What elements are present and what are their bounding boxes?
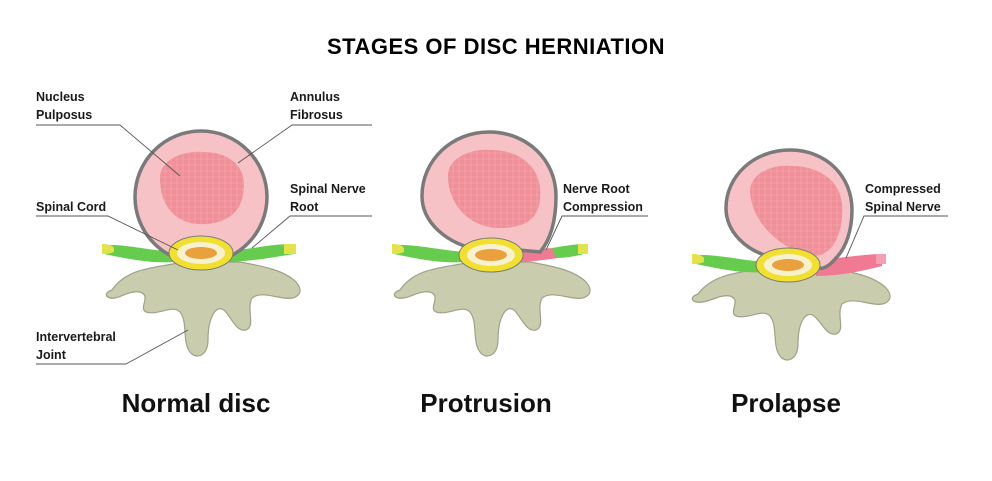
- diagram-title: STAGES OF DISC HERNIATION: [327, 34, 665, 59]
- spinal-cord: [755, 247, 821, 283]
- nerve-root-left: [392, 244, 466, 263]
- panel-prolapse: Compressed Spinal Nerve Prolapse: [691, 148, 948, 418]
- spinal-cord: [168, 235, 234, 271]
- caption-prolapse: Prolapse: [731, 388, 841, 418]
- vertebra: [393, 261, 591, 357]
- vertebra: [691, 267, 891, 361]
- panel-normal-disc: Nucleus Pulposus Annulus Fibrosus Spinal…: [36, 90, 372, 418]
- label-spinal-cord: Spinal Cord: [36, 200, 106, 214]
- label-spinal-nerve-root: Spinal Nerve Root: [290, 182, 369, 214]
- caption-normal-disc: Normal disc: [122, 388, 271, 418]
- intervertebral-disc-protruding: [420, 130, 558, 254]
- label-annulus-fibrosus: Annulus Fibrosus: [290, 90, 343, 122]
- label-nerve-root-compression: Nerve Root Compression: [563, 182, 643, 214]
- intervertebral-disc: [133, 129, 269, 265]
- caption-protrusion: Protrusion: [420, 388, 551, 418]
- vertebra: [105, 261, 301, 357]
- panel-protrusion: Nerve Root Compression Protrusion: [392, 130, 648, 418]
- nerve-root-right: [222, 244, 296, 262]
- nerve-root-left: [692, 254, 766, 273]
- spinal-cord: [458, 237, 524, 273]
- intervertebral-disc-prolapsed: [724, 148, 854, 271]
- label-compressed-spinal-nerve: Compressed Spinal Nerve: [865, 182, 944, 214]
- label-nucleus-pulposus: Nucleus Pulposus: [36, 90, 92, 122]
- label-intervertebral-joint: Intervertebral Joint: [36, 330, 119, 362]
- nerve-root-left: [102, 244, 176, 263]
